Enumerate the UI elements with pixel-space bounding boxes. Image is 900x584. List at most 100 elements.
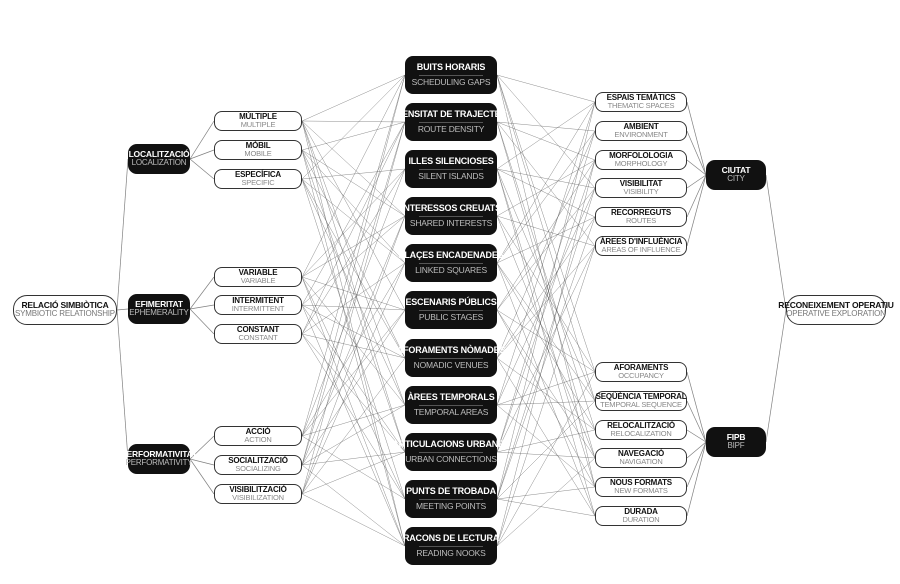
right-attribute-label: DURADA [624, 506, 658, 516]
attribute-sublabel: MOBILE [244, 149, 272, 159]
link-right-attribute-category [686, 400, 707, 443]
link-attribute-center [301, 120, 406, 547]
right-attribute-sublabel: DURATION [622, 515, 660, 525]
link-attribute-center [301, 178, 406, 264]
attribute-sublabel: SOCIALIZING [235, 464, 281, 474]
link-center-right-attribute [496, 215, 596, 373]
right-category-label: FIPB [726, 432, 746, 443]
link-category-attribute [189, 458, 215, 495]
category-performativity: PERFORMATIVITAT PERFORMATIVITY [121, 444, 197, 474]
link-center-right-attribute [496, 262, 596, 431]
link-center-right-attribute [496, 130, 596, 359]
link-category-attribute [189, 276, 215, 310]
link-center-right-attribute [496, 121, 596, 132]
right-attribute-label: SEQÜÈNCIA TEMPORAL [595, 391, 687, 401]
link-center-right-attribute [496, 74, 596, 103]
right-attribute-label: AMBIENT [623, 121, 659, 131]
root-operative-exploration: RECONEIXEMENT OPERATIU OPERATIVE EXPLORA… [778, 295, 894, 325]
right-attribute-sublabel: ROUTES [625, 216, 657, 226]
attribute-label: VISIBILITZACIÓ [229, 484, 287, 494]
attribute-label: ESPECÍFICA [234, 169, 281, 179]
link-attribute-center [301, 404, 406, 437]
link-attribute-center [301, 309, 406, 466]
link-attribute-center [301, 120, 406, 311]
link-center-right-attribute [496, 74, 596, 488]
center-label: BUITS HORARIS [416, 62, 486, 73]
link-attribute-center [301, 493, 406, 547]
link-attribute-center [301, 309, 406, 437]
link-center-right-attribute [496, 121, 596, 161]
right-attribute-sublabel: ENVIRONMENT [614, 130, 668, 140]
link-right-attribute-category [686, 371, 707, 443]
attribute-label: VARIABLE [238, 267, 278, 277]
link-attribute-center [301, 215, 406, 495]
right-category-sublabel: CITY [727, 174, 745, 184]
link-attribute-center [301, 74, 406, 278]
link-attribute-center [301, 121, 406, 466]
link-center-right-attribute [496, 404, 596, 488]
right-attribute-label: RELOCALITZACIÓ [607, 420, 675, 430]
link-attribute-center [301, 464, 406, 547]
link-center-right-attribute [496, 262, 596, 517]
link-attribute-center [301, 168, 406, 180]
right-attribute-sublabel: MORPHOLOGY [614, 159, 668, 169]
link-attribute-center [301, 120, 406, 453]
center-label: ÀREES TEMPORALS [407, 392, 495, 403]
link-right-attribute-category [686, 441, 707, 517]
link-attribute-center [301, 74, 406, 122]
link-category-attribute [189, 308, 215, 335]
attribute-sublabel: CONSTANT [238, 333, 278, 343]
link-attribute-center [301, 149, 406, 453]
link-attribute-center [301, 262, 406, 495]
link-attribute-center [301, 304, 406, 547]
link-attribute-center [301, 178, 406, 406]
right-attribute-label: MORFOLOLOGIA [609, 150, 673, 160]
center-sublabel: READING NOOKS [416, 547, 486, 558]
link-right-attribute-category [686, 101, 707, 176]
link-attribute-center [301, 451, 406, 466]
center-sublabel: SCHEDULING GAPS [411, 76, 491, 87]
right-attribute-label: NOUS FORMATS [610, 477, 672, 487]
link-center-right-attribute [496, 371, 596, 406]
link-attribute-center [301, 149, 406, 547]
link-root-category [116, 158, 129, 311]
link-attribute-center [301, 215, 406, 306]
link-category-attribute [189, 435, 215, 460]
link-center-right-attribute [496, 130, 596, 264]
category-label: PERFORMATIVITAT [121, 449, 197, 460]
right-attribute-label: ÀREES D'INFLUÈNCIA [599, 236, 683, 246]
attribute-label: CONSTANT [236, 324, 280, 334]
link-category-root [765, 309, 787, 443]
right-category-sublabel: BIPF [727, 441, 745, 451]
link-center-right-attribute [496, 159, 596, 453]
right-attribute-label: NAVEGACIÓ [617, 448, 665, 458]
root-right-label: RECONEIXEMENT OPERATIU [778, 300, 894, 311]
link-attribute-center [301, 149, 406, 217]
center-label: ARTICULACIONS URBANES [392, 439, 510, 450]
link-center-right-attribute [496, 168, 596, 517]
right-attribute-label: RECORREGUTS [610, 207, 672, 217]
link-center-right-attribute [496, 371, 596, 547]
link-attribute-center [301, 215, 406, 466]
attribute-label: ACCIÓ [245, 426, 271, 436]
center-label: ESCENARIS PÚBLICS [405, 297, 497, 308]
link-attribute-center [301, 262, 406, 335]
center-sublabel: SHARED INTERESTS [409, 217, 493, 228]
link-center-right-attribute [496, 159, 596, 547]
